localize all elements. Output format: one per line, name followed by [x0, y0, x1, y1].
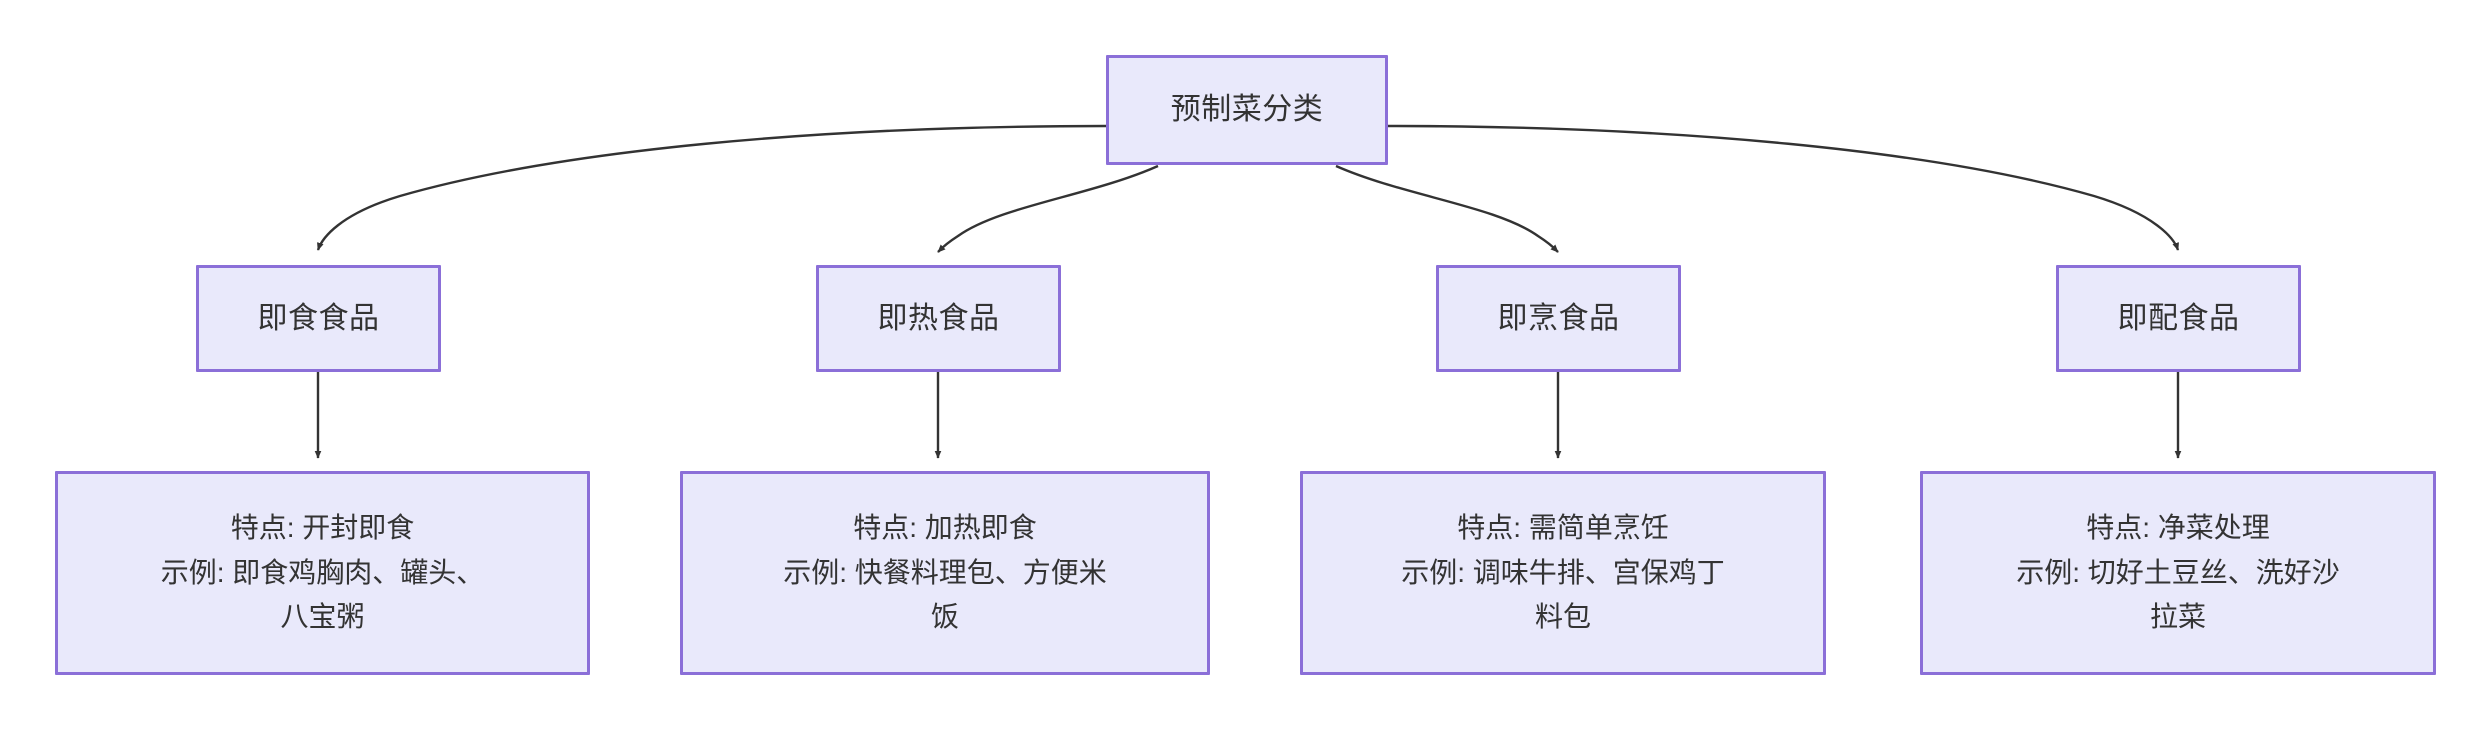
edge-root-to-cat-2 — [1335, 164, 1559, 253]
node-detail-ready-to-cook[interactable]: 特点: 需简单烹饪 示例: 调味牛排、宫保鸡丁 料包 — [1300, 471, 1826, 675]
node-category-ready-to-prepare[interactable]: 即配食品 — [2056, 265, 2301, 372]
detail-line-example-1: 示例: 切好土豆丝、洗好沙 — [2016, 556, 2340, 588]
edge-root-to-cat-0 — [316, 124, 1107, 251]
node-detail-ready-to-heat[interactable]: 特点: 加热即食 示例: 快餐料理包、方便米 饭 — [680, 471, 1210, 675]
detail-line-feature: 特点: 净菜处理 — [2086, 512, 2270, 544]
node-category-ready-to-cook[interactable]: 即烹食品 — [1436, 265, 1681, 372]
node-category-label: 即配食品 — [2117, 301, 2240, 335]
detail-line-example-1: 示例: 调味牛排、宫保鸡丁 — [1401, 556, 1725, 588]
detail-line-example-2: 料包 — [1534, 601, 1591, 633]
detail-lines: 特点: 开封即食 示例: 即食鸡胸肉、罐头、 八宝粥 — [161, 508, 485, 638]
detail-line-example-2: 饭 — [930, 601, 959, 633]
edge-root-to-cat-1 — [937, 164, 1159, 253]
detail-lines: 特点: 需简单烹饪 示例: 调味牛排、宫保鸡丁 料包 — [1401, 508, 1725, 638]
node-detail-ready-to-eat[interactable]: 特点: 开封即食 示例: 即食鸡胸肉、罐头、 八宝粥 — [55, 471, 590, 675]
node-category-ready-to-eat[interactable]: 即食食品 — [196, 265, 441, 372]
node-category-ready-to-heat[interactable]: 即热食品 — [816, 265, 1061, 372]
detail-lines: 特点: 净菜处理 示例: 切好土豆丝、洗好沙 拉菜 — [2016, 508, 2340, 638]
detail-line-feature: 特点: 开封即食 — [230, 512, 415, 544]
node-category-label: 即烹食品 — [1497, 301, 1620, 335]
node-category-label: 即热食品 — [877, 301, 1000, 335]
detail-line-feature: 特点: 加热即食 — [853, 512, 1037, 544]
detail-line-example-2: 拉菜 — [2149, 601, 2206, 633]
node-root[interactable]: 预制菜分类 — [1106, 55, 1388, 165]
detail-line-example-1: 示例: 即食鸡胸肉、罐头、 — [160, 556, 485, 588]
detail-line-feature: 特点: 需简单烹饪 — [1457, 512, 1669, 544]
node-category-label: 即食食品 — [257, 301, 380, 335]
detail-line-example-2: 八宝粥 — [280, 601, 365, 633]
detail-lines: 特点: 加热即食 示例: 快餐料理包、方便米 饭 — [783, 508, 1107, 638]
node-detail-ready-to-prepare[interactable]: 特点: 净菜处理 示例: 切好土豆丝、洗好沙 拉菜 — [1920, 471, 2436, 675]
node-root-label: 预制菜分类 — [1170, 93, 1324, 127]
edge-root-to-cat-3 — [1387, 124, 2180, 251]
detail-line-example-1: 示例: 快餐料理包、方便米 — [783, 556, 1107, 588]
